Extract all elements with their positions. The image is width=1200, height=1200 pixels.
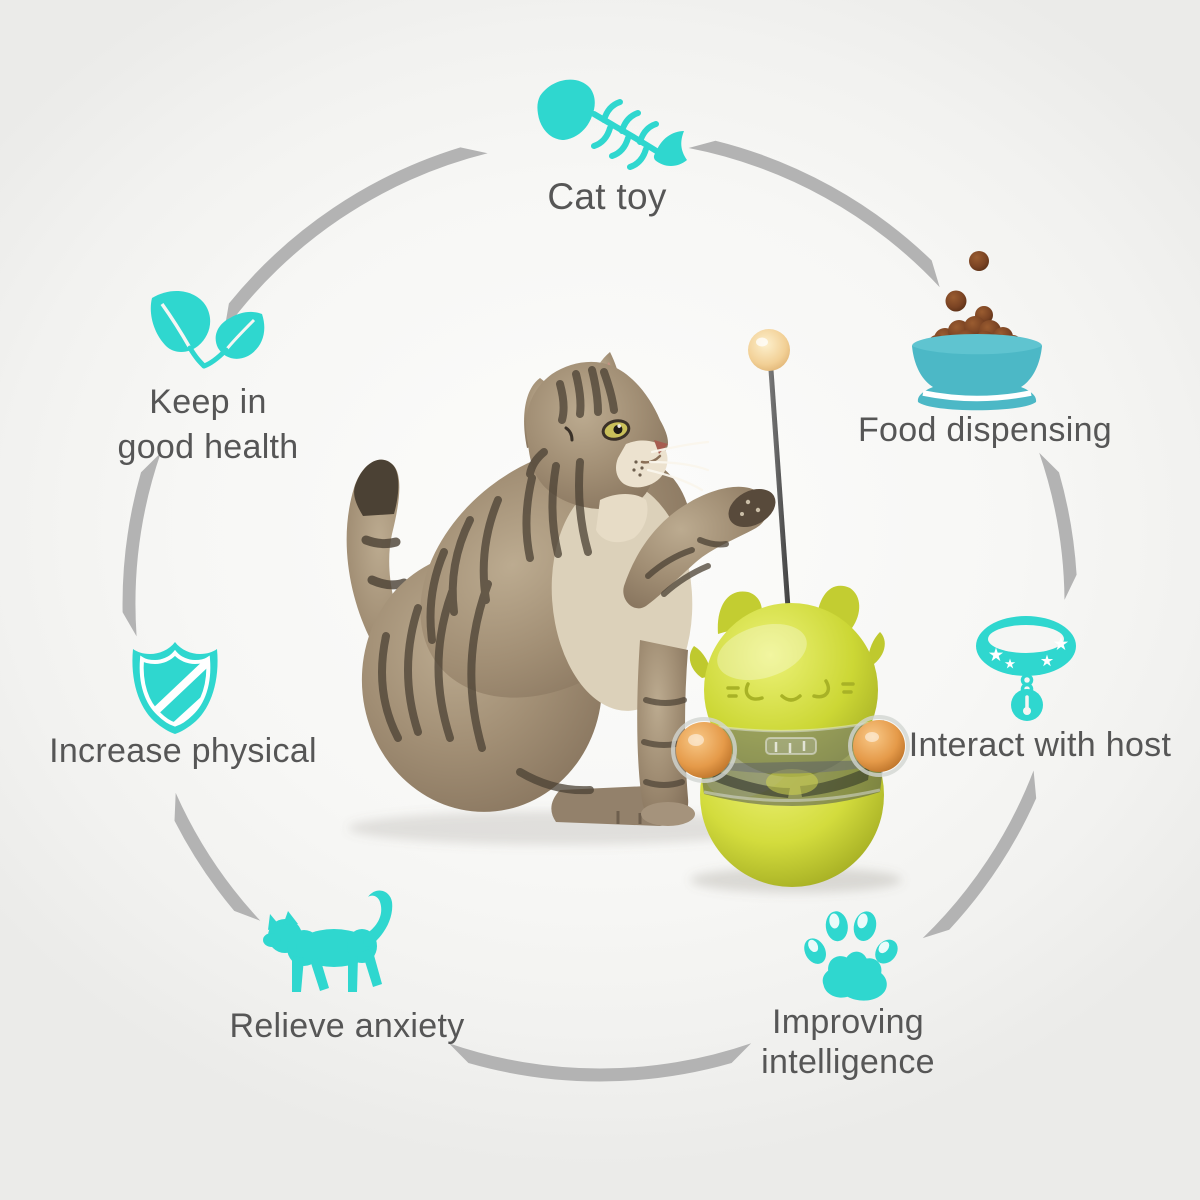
label-keep-in-good-health: Keep in good health (117, 383, 299, 466)
circle-arc-segment (448, 1043, 752, 1082)
circle-arc-segment (122, 452, 161, 637)
circle-arc-segment (1039, 452, 1077, 600)
label-cat-toy: Cat toy (547, 176, 667, 217)
track-ball-left (676, 722, 732, 778)
toy-face (726, 679, 855, 702)
fish-bone-icon (537, 79, 687, 170)
circle-arc-segment (174, 792, 261, 921)
circle-arc-segment (922, 770, 1037, 939)
track-ball-right (853, 720, 905, 772)
circle-arc-segments (122, 140, 1077, 1082)
food-bowl-icon (912, 251, 1042, 411)
leaf-icon (150, 291, 265, 369)
label-interact-with-host: Interact with host (908, 726, 1172, 764)
paw-print-icon (804, 911, 898, 1001)
tumbler-toy (671, 585, 910, 887)
toy-stick (748, 329, 794, 651)
walking-cat-icon (263, 890, 393, 992)
cat-collar-icon (976, 616, 1076, 721)
label-relieve-anxiety: Relieve anxiety (229, 1007, 465, 1045)
label-improving-intelligence: Improving intelligence (761, 1003, 935, 1081)
cat-raised-paw (623, 486, 776, 609)
center-photo (346, 329, 910, 893)
tabby-cat (346, 352, 710, 826)
label-food-dispensing: Food dispensing (857, 411, 1113, 449)
label-increase-physical: Increase physical (49, 732, 317, 770)
shield-icon (132, 642, 218, 734)
falling-kibble (945, 251, 993, 324)
stick-ball (748, 329, 790, 371)
collar-stars (988, 636, 1069, 669)
